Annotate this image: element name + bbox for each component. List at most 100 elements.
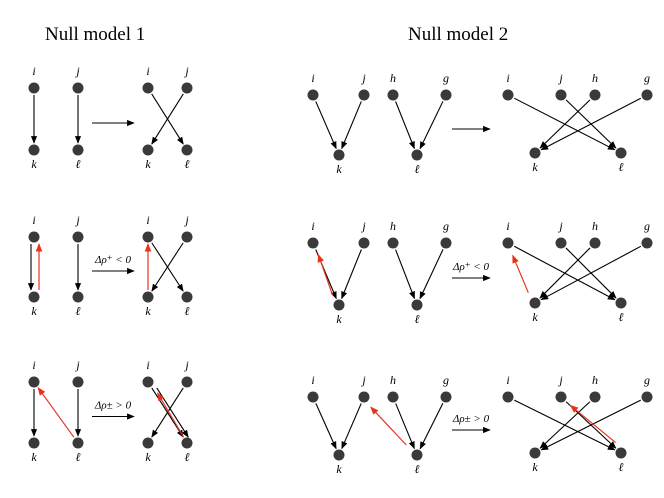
- m1-r3-op-label: Δρ± > 0: [94, 400, 132, 412]
- m1-r2-rw-label-k: k: [145, 304, 151, 318]
- m2-r2-rw-node-k: [529, 297, 541, 309]
- m2-r1-rw-node-k: [529, 147, 541, 159]
- m2-r1-rw-node-h: [589, 89, 601, 101]
- m2-r3-rw-node-k: [529, 447, 541, 459]
- m1-r1-rw-edge-j-k: [151, 93, 184, 145]
- m2-r2-node-k: [333, 299, 345, 311]
- m2-r2-rw-edge-g-k: [540, 245, 642, 301]
- m2-r2-edge-h-l: [395, 249, 415, 300]
- m2-r3-rw-label-k: k: [532, 460, 538, 474]
- m1-r2-label-l: ℓ: [76, 304, 81, 318]
- m2-r2-label-k: k: [336, 312, 342, 326]
- m2-r1-label-k: k: [336, 162, 342, 176]
- m2-r3-edge-j-k: [341, 403, 362, 450]
- m1-r3-rw-label-l: ℓ: [185, 450, 190, 464]
- m1-r1-rw-label-j: j: [183, 64, 189, 78]
- m2-r1-rw-label-k: k: [532, 160, 538, 174]
- m2-r2-label-i: i: [311, 219, 314, 233]
- m2-r1-edge-h-l: [395, 101, 415, 150]
- m2-r2-rw-node-i: [502, 237, 514, 249]
- m2-r2-edge-g-l: [419, 249, 444, 300]
- m1-r2-rw-edge-j-k: [151, 242, 184, 292]
- m2-r3-rw-node-h: [589, 391, 601, 403]
- m2-r3-red-edge-l-j: [370, 406, 407, 446]
- m2-r1-label-l: ℓ: [415, 162, 420, 176]
- m1-r3-rw-node-i: [142, 376, 154, 388]
- m2-r1-edge-i-k: [315, 101, 337, 150]
- m2-r3-rw-red-edge-l-j: [569, 404, 616, 444]
- m2-r2-rw-label-j: j: [557, 219, 563, 233]
- m2-r3-edge-i-k: [315, 403, 337, 450]
- m2-r1-rw-edge-h-k: [539, 99, 591, 149]
- title-null-model-1: Null model 1: [45, 24, 145, 45]
- m2-r2-label-h: h: [390, 219, 396, 233]
- m2-r2-rw-label-h: h: [592, 219, 598, 233]
- m2-r1-label-j: j: [360, 71, 366, 85]
- m2-r3-node-h: [387, 391, 399, 403]
- m2-r3-rw-node-j: [555, 391, 567, 403]
- m2-r1-rw-label-i: i: [506, 71, 509, 85]
- m2-r3-node-g: [440, 391, 452, 403]
- m1-r2-rw-node-i: [142, 231, 154, 243]
- m1-r1-rw-node-i: [142, 82, 154, 94]
- m2-r3-rw-edge-g-k: [540, 399, 641, 451]
- m2-r3-label-g: g: [443, 373, 449, 387]
- m2-r2-rw-edge-h-k: [539, 247, 591, 299]
- m1-r1-rw-label-l: ℓ: [185, 157, 190, 171]
- m2-r2-label-j: j: [360, 219, 366, 233]
- m1-r2-node-l: [72, 291, 84, 303]
- m1-r1-label-j: j: [74, 64, 80, 78]
- m2-r1-node-h: [387, 89, 399, 101]
- m2-r2-label-l: ℓ: [415, 312, 420, 326]
- m1-r3-rw-node-l: [181, 437, 193, 449]
- m2-r1-node-g: [440, 89, 452, 101]
- m1-r1-node-l: [72, 144, 84, 156]
- m1-r3-rw-node-k: [142, 437, 154, 449]
- m2-r2-rw-label-l: ℓ: [619, 310, 624, 324]
- m1-r1-rw-node-k: [142, 144, 154, 156]
- m2-r3-rw-node-l: [615, 447, 627, 459]
- m2-r3-edge-h-l: [395, 403, 415, 450]
- m2-r2-node-h: [387, 237, 399, 249]
- m1-r1-label-k: k: [31, 157, 37, 171]
- m2-r2-rw-red-edge-k-i: [512, 254, 529, 293]
- m1-r2-rw-label-l: ℓ: [185, 304, 190, 318]
- m1-r2-rw-node-k: [142, 291, 154, 303]
- m2-r1-node-i: [307, 89, 319, 101]
- m1-r1-node-i: [28, 82, 40, 94]
- m2-r2-rw-node-g: [641, 237, 653, 249]
- m1-r1-rw-node-l: [181, 144, 193, 156]
- m1-r2-node-j: [72, 231, 84, 243]
- m2-r2-rw-label-k: k: [532, 310, 538, 324]
- m2-r2-node-i: [307, 237, 319, 249]
- m1-r2-node-i: [28, 231, 40, 243]
- m2-r1-rw-label-j: j: [557, 71, 563, 85]
- m1-r3-node-l: [72, 437, 84, 449]
- m2-r3-rw-label-j: j: [557, 373, 563, 387]
- m2-r1-rw-label-l: ℓ: [619, 160, 624, 174]
- m2-r1-rw-node-j: [555, 89, 567, 101]
- m1-r1-node-k: [28, 144, 40, 156]
- m2-r1-rw-label-h: h: [592, 71, 598, 85]
- m2-r3-node-k: [333, 449, 345, 461]
- m1-r2-label-j: j: [74, 213, 80, 227]
- m1-r3-rw-label-i: i: [146, 358, 149, 372]
- m2-r3-edge-g-l: [419, 403, 444, 450]
- m1-r3-red-edge-l-i: [37, 386, 75, 438]
- m2-r2-node-g: [440, 237, 452, 249]
- m1-r1-rw-node-j: [181, 82, 193, 94]
- m1-r3-rw-label-j: j: [183, 358, 189, 372]
- m1-r1-label-l: ℓ: [76, 157, 81, 171]
- m1-r2-rw-node-l: [181, 291, 193, 303]
- m2-r1-label-h: h: [390, 71, 396, 85]
- m2-r3-op-label: Δρ± > 0: [452, 413, 490, 425]
- m2-r3-rw-label-l: ℓ: [619, 460, 624, 474]
- m2-r3-rw-node-g: [641, 391, 653, 403]
- m2-r2-op-label: Δρ⁺ < 0: [452, 261, 489, 273]
- m2-r3-node-i: [307, 391, 319, 403]
- m2-r2-rw-label-i: i: [506, 219, 509, 233]
- m2-r1-node-k: [333, 149, 345, 161]
- m1-r2-rw-node-j: [181, 231, 193, 243]
